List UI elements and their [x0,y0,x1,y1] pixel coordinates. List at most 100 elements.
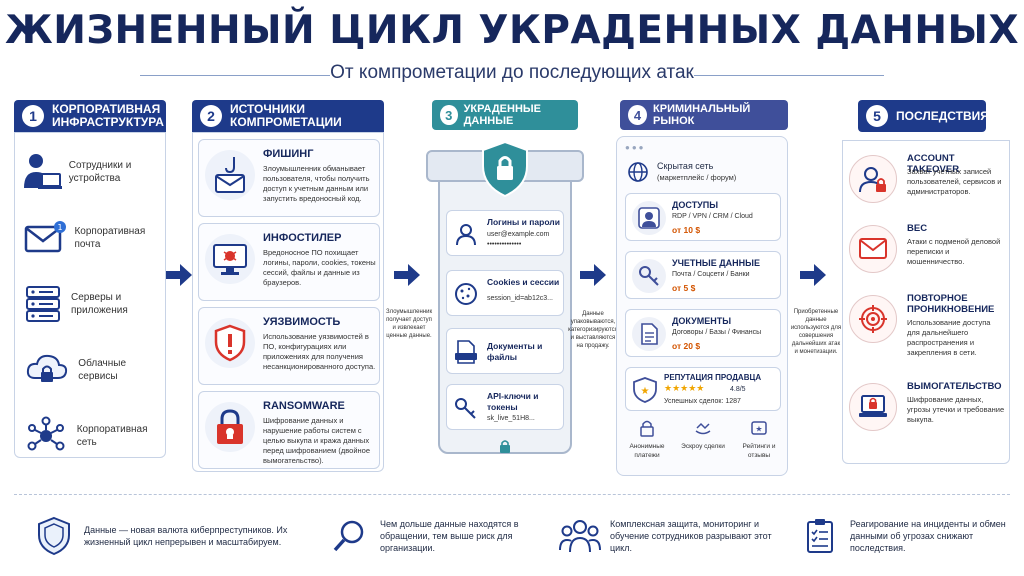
market-item-price: от 5 $ [672,283,696,293]
consequence-title: BEC [907,223,928,234]
source-desc: Злоумышленник обманывает пользователя, ч… [263,164,370,203]
user-access-icon [632,201,666,235]
step-number: 2 [200,105,222,127]
anon-lock-icon [640,420,654,437]
stolen-item-title: Логины и пароли [487,217,560,227]
footer-item: Данные — новая валюта киберпреступников.… [30,506,300,566]
consequence-desc: Шифрование данных, угрозы утечки и требо… [907,395,1005,424]
sources-header: 2 Источники компрометации [192,100,384,132]
stolen-item-password-mask: •••••••••••••• [487,241,522,248]
key-icon [453,395,479,421]
rating-icon: ★ [751,421,767,435]
consequences-title: Последствия [896,108,989,123]
market-item-desc: Почта / Соцсети / Банки [672,271,750,278]
step-number: 5 [866,105,888,127]
arrow-right-icon [580,264,606,286]
source-card-ransomware: RANSOMWARE Шифрование данных и нарушение… [198,391,380,469]
infra-item-label: Корпоративная почта [74,226,146,250]
consequence-title: ВЫМОГАТЕЛЬСТВО [907,381,1002,392]
infra-item-mail: 1 Корпоративная почта [15,207,167,269]
source-title: RANSOMWARE [263,400,345,412]
market-item-access: ДОСТУПЫ RDP / VPN / CRM / Cloud от 10 $ [625,193,781,241]
malware-monitor-icon [205,234,255,284]
stolen-item-api-keys: API-ключи и токены sk_live_51H8... [446,384,564,430]
ransomware-lock-icon [205,402,255,452]
source-title: ФИШИНГ [263,148,314,160]
footer-item: Комплексная защита, мониторинг и обучени… [556,506,788,566]
reputation-stars: ★★★★★ [664,384,705,394]
stolen-item-title: Документы и файлы [487,341,543,362]
source-card-vulnerability: УЯЗВИМОСТЬ Использование уязвимостей в П… [198,307,380,385]
footer-text: Комплексная защита, мониторинг и обучени… [610,519,772,553]
hidden-net-label: Скрытая сеть [657,161,714,171]
feature-anon-payments: Анонимные платежи [621,419,673,460]
footer-item: Чем дольше данные находятся в обращении,… [326,506,548,566]
target-icon [849,295,897,343]
seller-reputation-card: ★ РЕПУТАЦИЯ ПРОДАВЦА ★★★★★ 4.8/5 Успешны… [625,367,781,411]
source-desc: Вредоносное ПО похищает логины, пароли, … [263,248,376,287]
source-desc: Использование уязвимостей в ПО, конфигур… [263,332,376,371]
consequence-title: ACCOUNT TAKEOVER [907,153,960,175]
shield-icon [30,516,78,556]
svg-text:★: ★ [755,425,762,434]
footer-divider [14,494,1010,495]
reputation-rating: 4.8/5 [730,386,746,393]
source-card-infostealer: ИНФОСТИЛЕР Вредоносное ПО похищает логин… [198,223,380,301]
market-item-desc: Договоры / Базы / Финансы [672,329,762,336]
employee-laptop-icon [15,150,69,194]
infra-item-cloud: Облачные сервисы [15,339,167,401]
stolen-item-value: user@example.com [487,231,550,238]
cloud-lock-icon [15,350,78,390]
feature-label: Анонимные платежи [629,443,665,459]
market-title: Криминальный рынок [653,103,751,127]
feature-ratings: ★ Рейтинги и отзывы [733,419,785,460]
consequence-bec: BEC Атаки с подменой деловой переписки и… [849,221,1005,285]
market-item-desc: RDP / VPN / CRM / Cloud [672,213,753,220]
infra-item-network: Корпоративная сеть [15,405,167,467]
stolen-item-title: Cookies и сессии [487,277,560,287]
market-item-price: от 20 $ [672,341,701,351]
feature-escrow: Эскроу сделки [677,419,729,451]
infrastructure-header: 1 Корпоративная инфраструктура [14,100,166,132]
stolen-item-credentials: Логины и пароли user@example.com •••••••… [446,210,564,256]
infrastructure-body: Сотрудники и устройства 1 Корпоративная … [14,132,166,458]
team-icon [556,518,604,554]
sources-column: 2 Источники компрометации ФИШИНГ Злоумыш… [192,100,384,472]
user-icon [453,221,479,247]
extortion-laptop-icon [849,383,897,431]
small-lock-icon [500,440,510,453]
arrow-right-icon [800,264,826,286]
infra-item-servers: Серверы и приложения [15,273,167,335]
consequence-reentry: ПОВТОРНОЕ ПРОНИКНОВЕНИЕ Использование до… [849,291,1005,357]
infra-item-label: Облачные сервисы [78,358,127,382]
consequences-body: ACCOUNT TAKEOVER Захват учетных записей … [842,140,1010,464]
market-item-title: ДОКУМЕНТЫ [672,316,732,326]
source-card-phishing: ФИШИНГ Злоумышленник обманывает пользова… [198,139,380,217]
consequence-title: ПОВТОРНОЕ ПРОНИКНОВЕНИЕ [907,293,995,315]
clipboard-icon [796,517,844,555]
infra-item-label: Корпоративная сеть [76,424,148,448]
consequence-desc: Использование доступа для дальнейшего ра… [907,318,991,357]
reputation-deals: Успешных сделок: 1287 [664,398,741,405]
consequences-column: 5 Последствия ACCOUNT TAKEOVER Захват уч… [842,100,1010,464]
step-number: 4 [628,105,648,125]
infra-item-label: Серверы и приложения [71,292,128,316]
globe-icon [628,162,648,182]
footer-text: Чем дольше данные находятся в обращении,… [380,519,519,553]
market-item-price: от 10 $ [672,225,701,235]
stolen-data-vault: Логины и пароли user@example.com •••••••… [426,140,584,458]
consequence-extortion: ВЫМОГАТЕЛЬСТВО Шифрование данных, угрозы… [849,379,1005,443]
dark-market-window: ●●● Скрытая сеть (маркетплейс / форум) Д… [616,136,788,476]
magnifier-icon [326,518,374,554]
feature-label: Рейтинги и отзывы [742,443,776,459]
svg-text:★: ★ [641,386,650,397]
account-takeover-icon [849,155,897,203]
step-number: 1 [22,105,44,127]
source-title: УЯЗВИМОСТЬ [263,316,341,328]
key-icon [632,259,666,293]
market-item-credentials: УЧЕТНЫЕ ДАННЫЕ Почта / Соцсети / Банки о… [625,251,781,299]
server-icon [15,284,71,324]
page-subtitle: От компрометации до последующих атак [330,62,694,83]
infrastructure-column: 1 Корпоративная инфраструктура Сотрудник… [14,100,166,458]
footer-text: Реагирование на инциденты и обмен данным… [850,519,1006,553]
